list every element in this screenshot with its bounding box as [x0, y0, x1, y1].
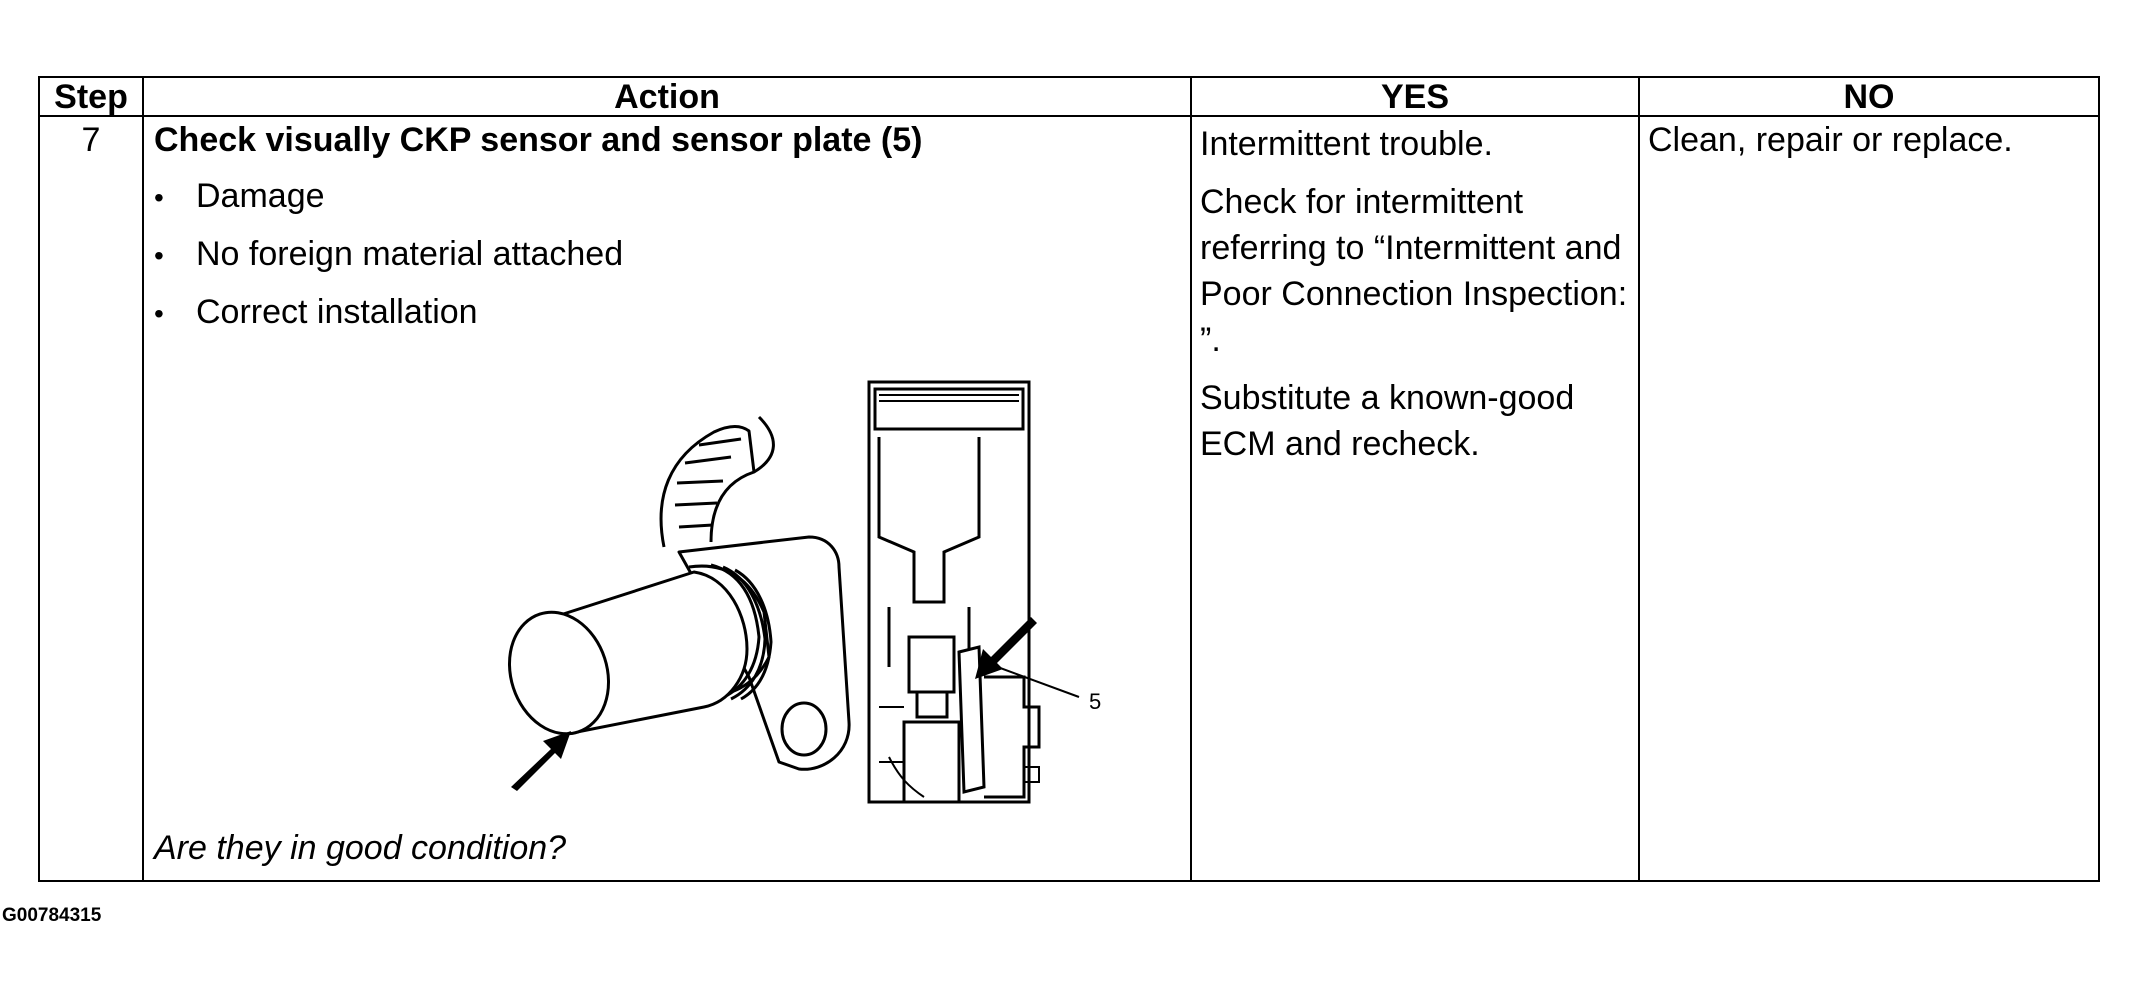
ckp-sensor-illustration — [507, 415, 851, 771]
bullet-icon: • — [154, 182, 164, 213]
list-item: • Damage — [154, 177, 623, 235]
header-yes: YES — [1190, 76, 1640, 117]
no-text: Clean, repair or replace. — [1648, 121, 2013, 159]
table-header-row: Step Action YES NO — [38, 76, 2100, 117]
header-step: Step — [38, 76, 144, 117]
list-item: • No foreign material attached — [154, 235, 623, 293]
list-item: • Correct installation — [154, 293, 623, 351]
yes-paragraph: Check for intermittent referring to “Int… — [1200, 183, 1628, 359]
action-cell: Check visually CKP sensor and sensor pla… — [142, 115, 1192, 882]
callout-leader — [983, 661, 1080, 698]
bullet-icon: • — [154, 298, 164, 329]
header-no: NO — [1638, 76, 2100, 117]
list-item-label: No foreign material attached — [196, 235, 624, 273]
yes-cell: Intermittent trouble. Check for intermit… — [1190, 115, 1640, 882]
action-question: Are they in good condition? — [154, 829, 567, 867]
document-id: G00784315 — [2, 905, 102, 926]
callout-label-5: 5 — [1089, 689, 1101, 714]
check-list: • Damage • No foreign material attached • C… — [154, 177, 623, 351]
sensor-plate-illustration — [867, 380, 1041, 804]
yes-paragraph: Intermittent trouble. — [1200, 125, 1493, 163]
header-action: Action — [142, 76, 1192, 117]
no-cell: Clean, repair or replace. — [1638, 115, 2100, 882]
list-item-label: Damage — [196, 177, 325, 215]
arrow-icon — [511, 731, 571, 791]
list-item-label: Correct installation — [196, 293, 478, 331]
ckp-sensor-figure: 5 — [507, 380, 1101, 804]
step-number: 7 — [38, 115, 144, 882]
diagnostic-table: Step Action YES NO 7 Check visually CKP … — [38, 76, 2100, 882]
action-title: Check visually CKP sensor and sensor pla… — [154, 121, 923, 159]
table-row: 7 Check visually CKP sensor and sensor p… — [38, 115, 2100, 882]
yes-paragraph: Substitute a known-good ECM and recheck. — [1200, 379, 1575, 463]
bullet-icon: • — [154, 240, 164, 271]
